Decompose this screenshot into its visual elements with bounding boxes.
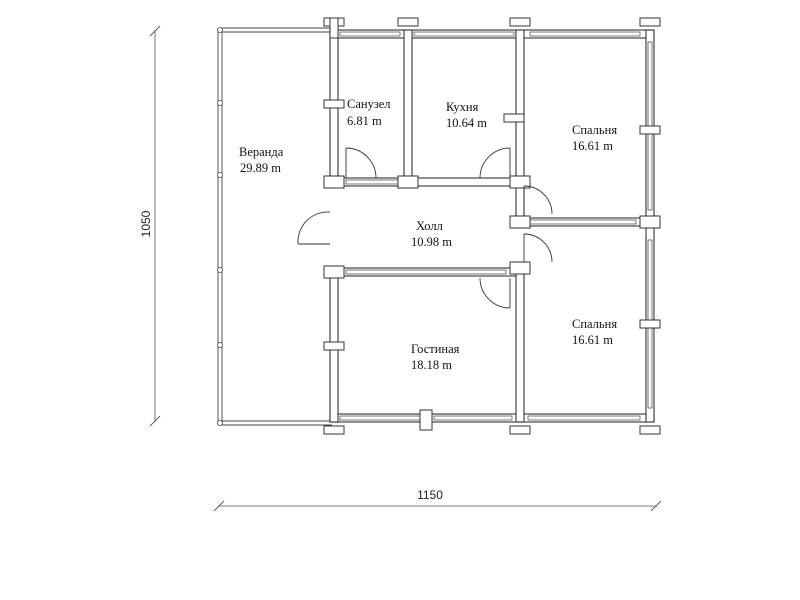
wall-bath-kitchen [403, 29, 413, 185]
window [413, 31, 515, 37]
door-swing [345, 147, 377, 179]
log-joint [639, 17, 661, 27]
living-name: Гостиная [411, 342, 460, 356]
window [339, 31, 401, 37]
kitchen-name: Кухня [446, 100, 479, 114]
bedroom1-name: Спальня [572, 123, 617, 137]
bathroom-area: 6.81 m [347, 114, 382, 128]
door-swing [479, 147, 511, 179]
bedroom1-area: 16.61 m [572, 139, 613, 153]
veranda-post [217, 342, 223, 348]
veranda-post [217, 267, 223, 273]
bedroom2-name: Спальня [572, 317, 617, 331]
veranda-post [217, 100, 223, 106]
log-joint [509, 261, 531, 275]
window [345, 179, 407, 185]
log-joint [639, 425, 661, 435]
log-joint [329, 17, 339, 39]
interior-walls [329, 29, 655, 423]
wall-kitchen-bedroom [515, 29, 525, 185]
log-joint [639, 319, 661, 329]
log-joint [509, 17, 531, 27]
window [345, 269, 507, 275]
veranda-post [217, 27, 223, 33]
log-joint [323, 175, 345, 189]
height-dimension-label: 1050 [139, 210, 153, 237]
hall-area: 10.98 m [411, 235, 452, 249]
door-swing [479, 277, 511, 309]
log-joint [509, 425, 531, 435]
hall-name: Холл [416, 219, 443, 233]
log-joint [639, 215, 661, 229]
log-joint [509, 175, 531, 189]
window [525, 219, 637, 225]
kitchen-area: 10.64 m [446, 116, 487, 130]
veranda-post [217, 420, 223, 426]
window [339, 415, 421, 421]
veranda-outline [217, 27, 332, 426]
log-joint [323, 341, 345, 351]
door-swing [523, 185, 553, 215]
log-joint [639, 125, 661, 135]
doors [297, 147, 553, 309]
veranda-name: Веранда [239, 145, 284, 159]
log-joint [323, 425, 345, 435]
door-swing [523, 233, 553, 263]
log-joint [397, 17, 419, 27]
log-joint [509, 215, 531, 229]
log-joint [323, 265, 345, 279]
log-joint [419, 409, 433, 431]
door-swing [297, 211, 331, 245]
log-joints [323, 17, 661, 435]
wall-living-bedroom [515, 261, 525, 423]
room-labels: Веранда 29.89 m Санузел 6.81 m Кухня 10.… [239, 97, 617, 372]
bedroom2-area: 16.61 m [572, 333, 613, 347]
veranda-post [217, 172, 223, 178]
log-joint [397, 175, 419, 189]
window [529, 31, 641, 37]
log-joint [323, 99, 345, 109]
window [527, 415, 641, 421]
veranda-area: 29.89 m [240, 161, 281, 175]
height-dimension: 1050 [139, 25, 161, 427]
log-joint [503, 113, 525, 123]
bathroom-name: Санузел [347, 97, 391, 111]
window [433, 415, 513, 421]
width-dimension: 1150 [213, 488, 662, 512]
living-area: 18.18 m [411, 358, 452, 372]
width-dimension-label: 1150 [417, 488, 443, 502]
